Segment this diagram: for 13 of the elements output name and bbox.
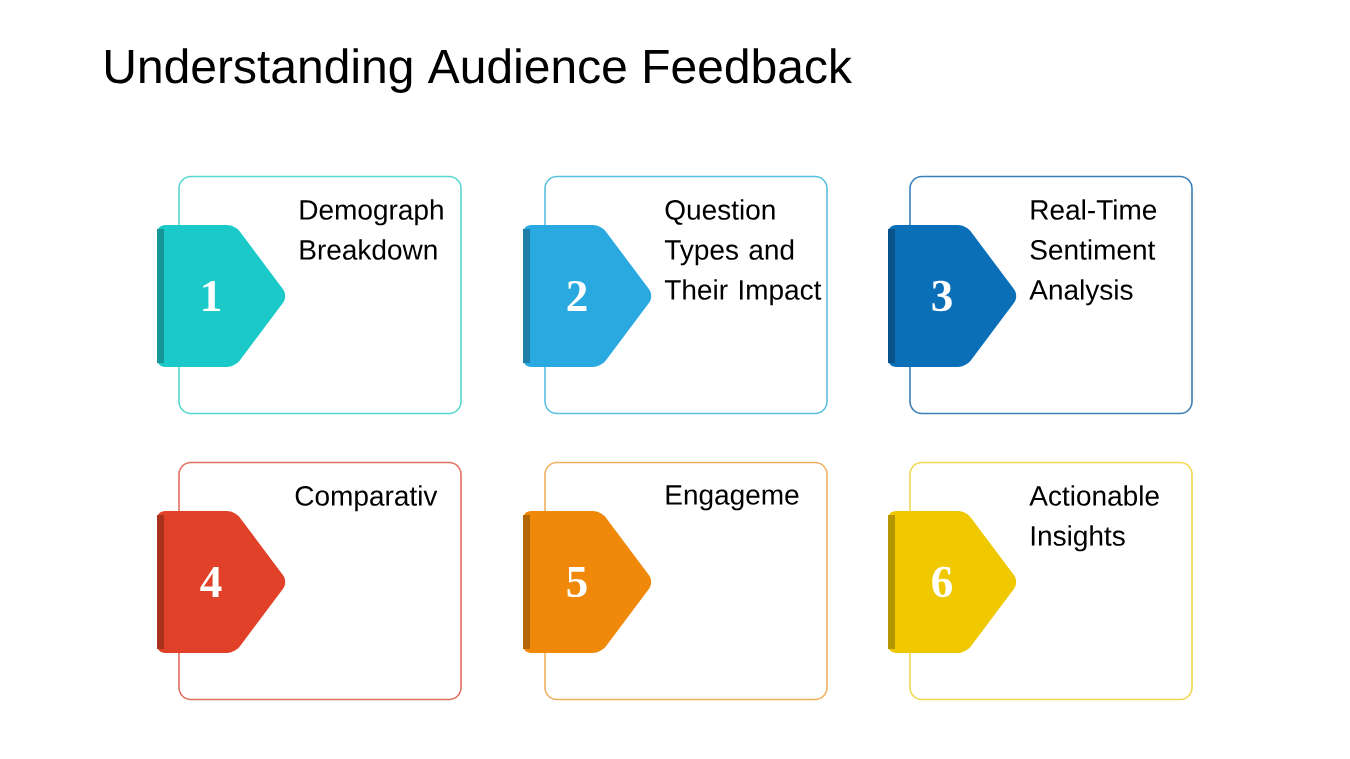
number-tab: 3 xyxy=(888,225,1017,367)
number-tab: 5 xyxy=(523,511,652,653)
number-tab: 1 xyxy=(157,225,286,367)
card-label: Question Types and Their Impact xyxy=(664,199,822,306)
card-label: Demograph Breakdown xyxy=(300,199,443,260)
card-label: Real-Time Sentiment Analysis xyxy=(1029,199,1157,306)
card-label: Engageme xyxy=(666,485,799,511)
card-label: Comparativ xyxy=(295,485,438,512)
title: Understanding Audience Feedback xyxy=(106,48,852,93)
number-tab: 6 xyxy=(888,511,1017,653)
number-tab: 2 xyxy=(523,225,652,367)
number-tab: 4 xyxy=(157,511,286,653)
card-label: Actionable Insights xyxy=(1029,485,1159,552)
